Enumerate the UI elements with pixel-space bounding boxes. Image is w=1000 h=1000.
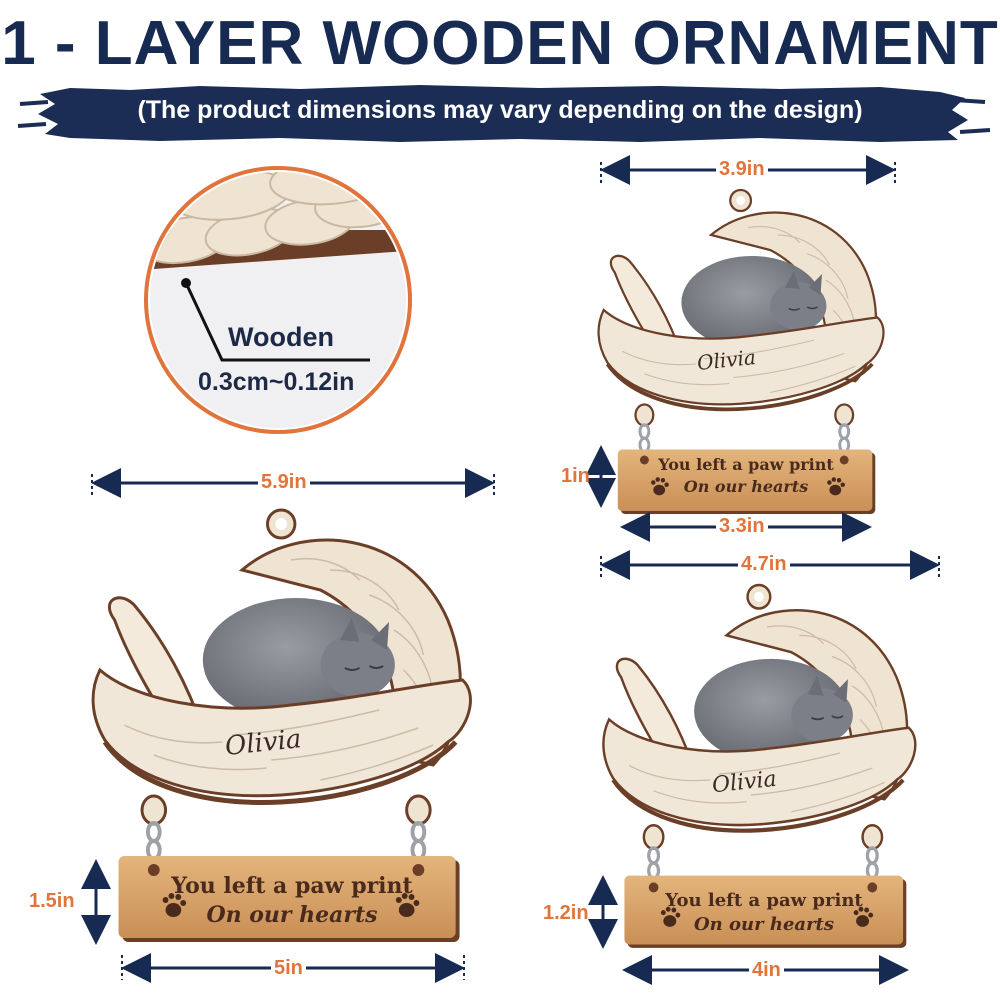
small-sign-line1: You left a paw print [658,455,834,474]
small-width-label: 3.9in [716,158,768,181]
page-title: 1 - LAYER WOODEN ORNAMENT [1,9,999,78]
medium-sign-width-label: 4in [749,959,784,982]
small-sign-line2: On our hearts [683,477,809,496]
large-sign-width-label: 5in [271,957,306,980]
large-sign-line1: You left a paw print [171,873,413,899]
small-sign-height-label: 1in [561,465,590,487]
large-sign-height-label: 1.5in [29,890,75,912]
subtitle: (The product dimensions may vary dependi… [137,96,863,124]
large-sign-line2: On our hearts [206,902,378,928]
medium-sign-line1: You left a paw print [665,890,863,911]
medium-width-label: 4.7in [738,553,790,576]
small-sign-width-label: 3.3in [716,515,768,538]
large-width-label: 5.9in [258,471,310,494]
subtitle-banner [17,85,991,142]
medium-sign-line2: On our hearts [693,914,834,935]
material-label: Wooden [228,322,334,352]
thickness-label: 0.3cm~0.12in [198,368,355,396]
medium-sign-height-label: 1.2in [543,902,589,924]
wood-thickness-callout [144,166,412,434]
